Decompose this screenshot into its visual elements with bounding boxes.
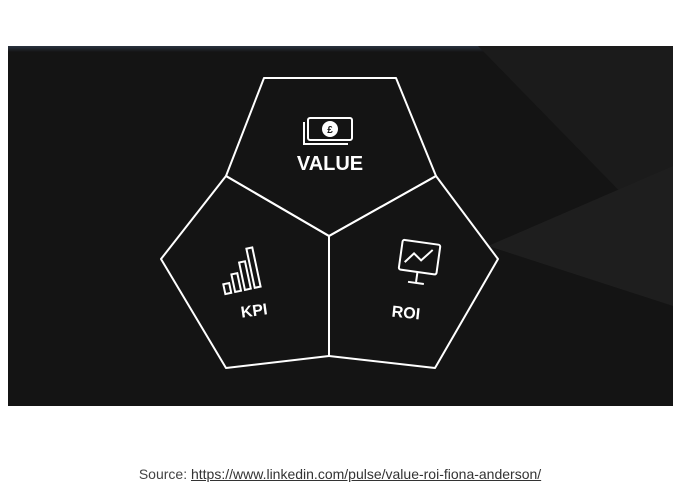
source-link[interactable]: https://www.linkedin.com/pulse/value-roi…: [190, 466, 542, 482]
diagram-svg: £ VALUE KPI ROI: [8, 46, 673, 369]
diagram-image: £ VALUE KPI ROI: [8, 46, 673, 406]
segment-kpi-outline: [160, 175, 330, 369]
segment-label-kpi: KPI: [240, 301, 269, 322]
segment-label-roi: ROI: [391, 304, 421, 324]
monitor-line-chart-icon: [397, 238, 442, 286]
light-streak: [488, 166, 673, 306]
banknote-pound-icon: £: [303, 117, 353, 145]
source-prefix: Source:: [138, 466, 191, 482]
source-caption: Source: https://www.linkedin.com/pulse/v…: [0, 466, 680, 482]
bar-chart-icon: [222, 246, 262, 296]
svg-text:£: £: [327, 125, 333, 136]
segment-label-value: VALUE: [297, 153, 363, 175]
segment-roi-outline: [328, 175, 499, 369]
